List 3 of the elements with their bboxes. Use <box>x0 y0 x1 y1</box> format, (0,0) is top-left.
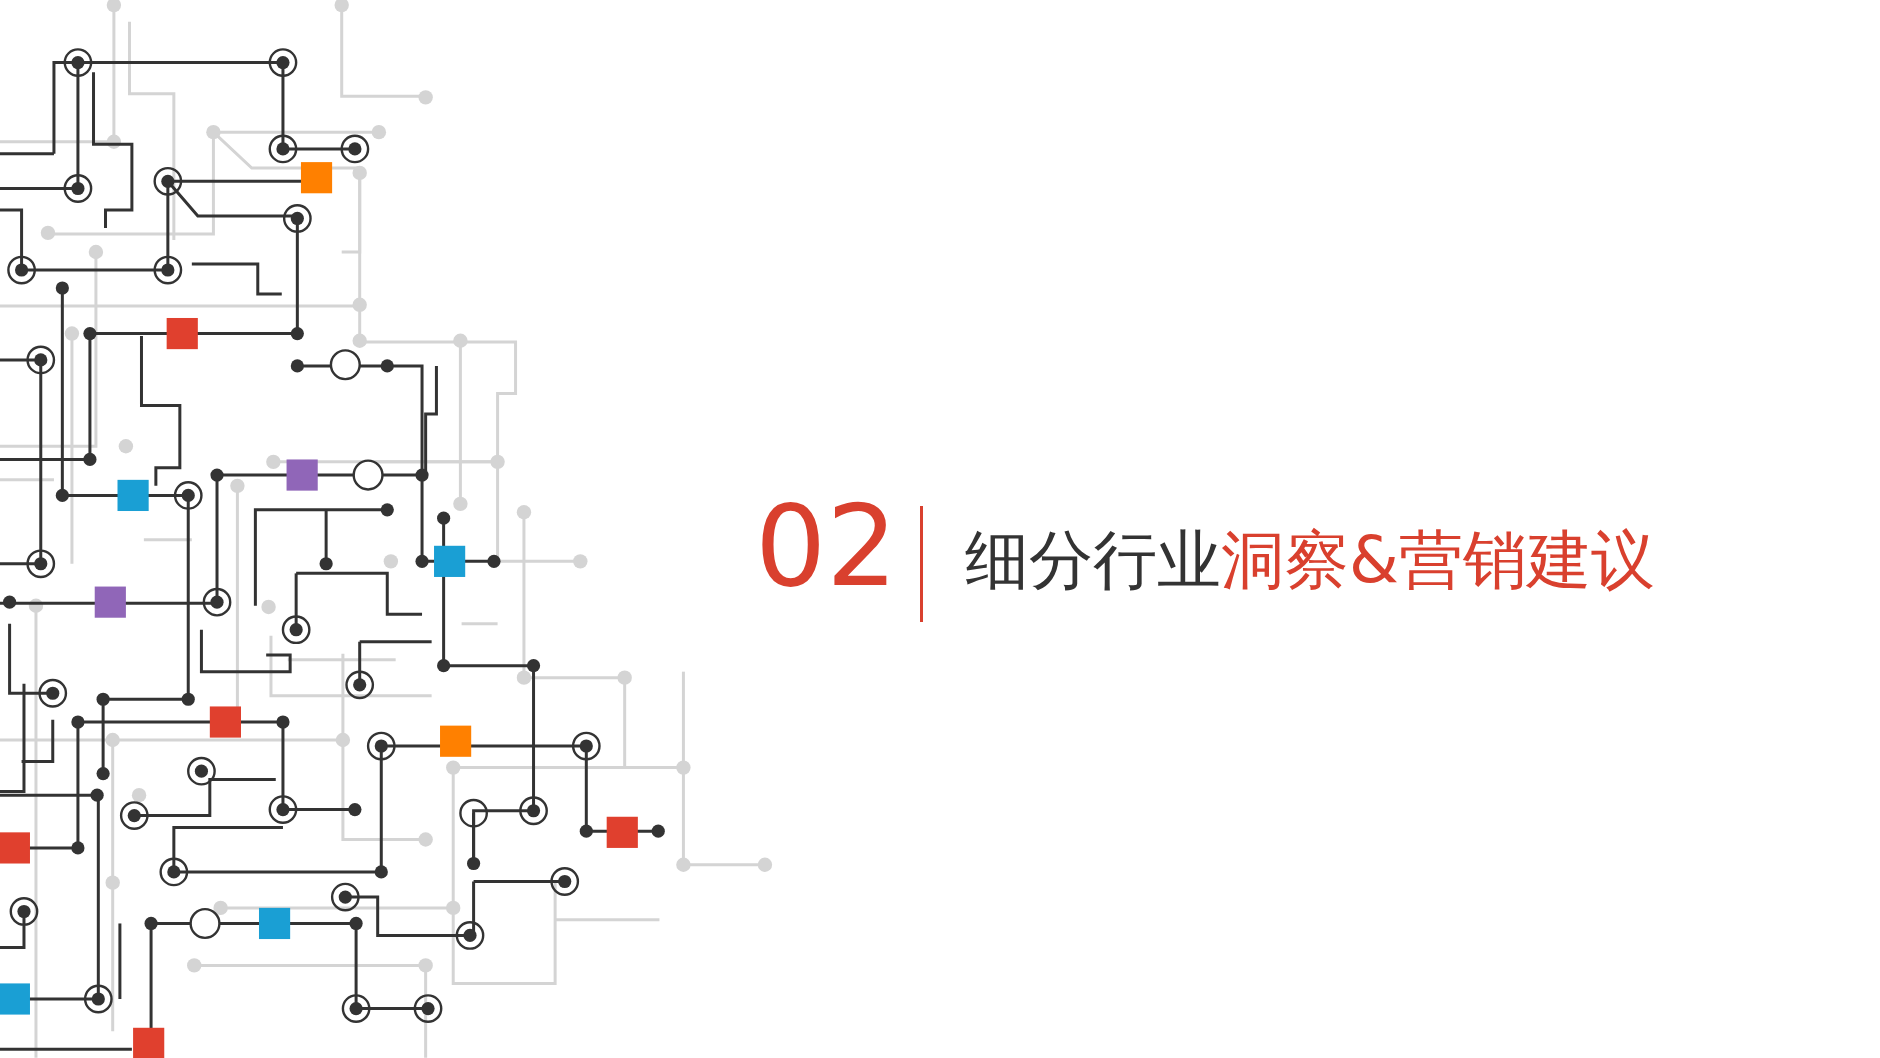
section-number: 02 <box>755 490 898 602</box>
section-heading-highlight: 洞察&营销建议 <box>1221 528 1655 592</box>
section-heading: 细分行业 <box>965 528 1221 592</box>
